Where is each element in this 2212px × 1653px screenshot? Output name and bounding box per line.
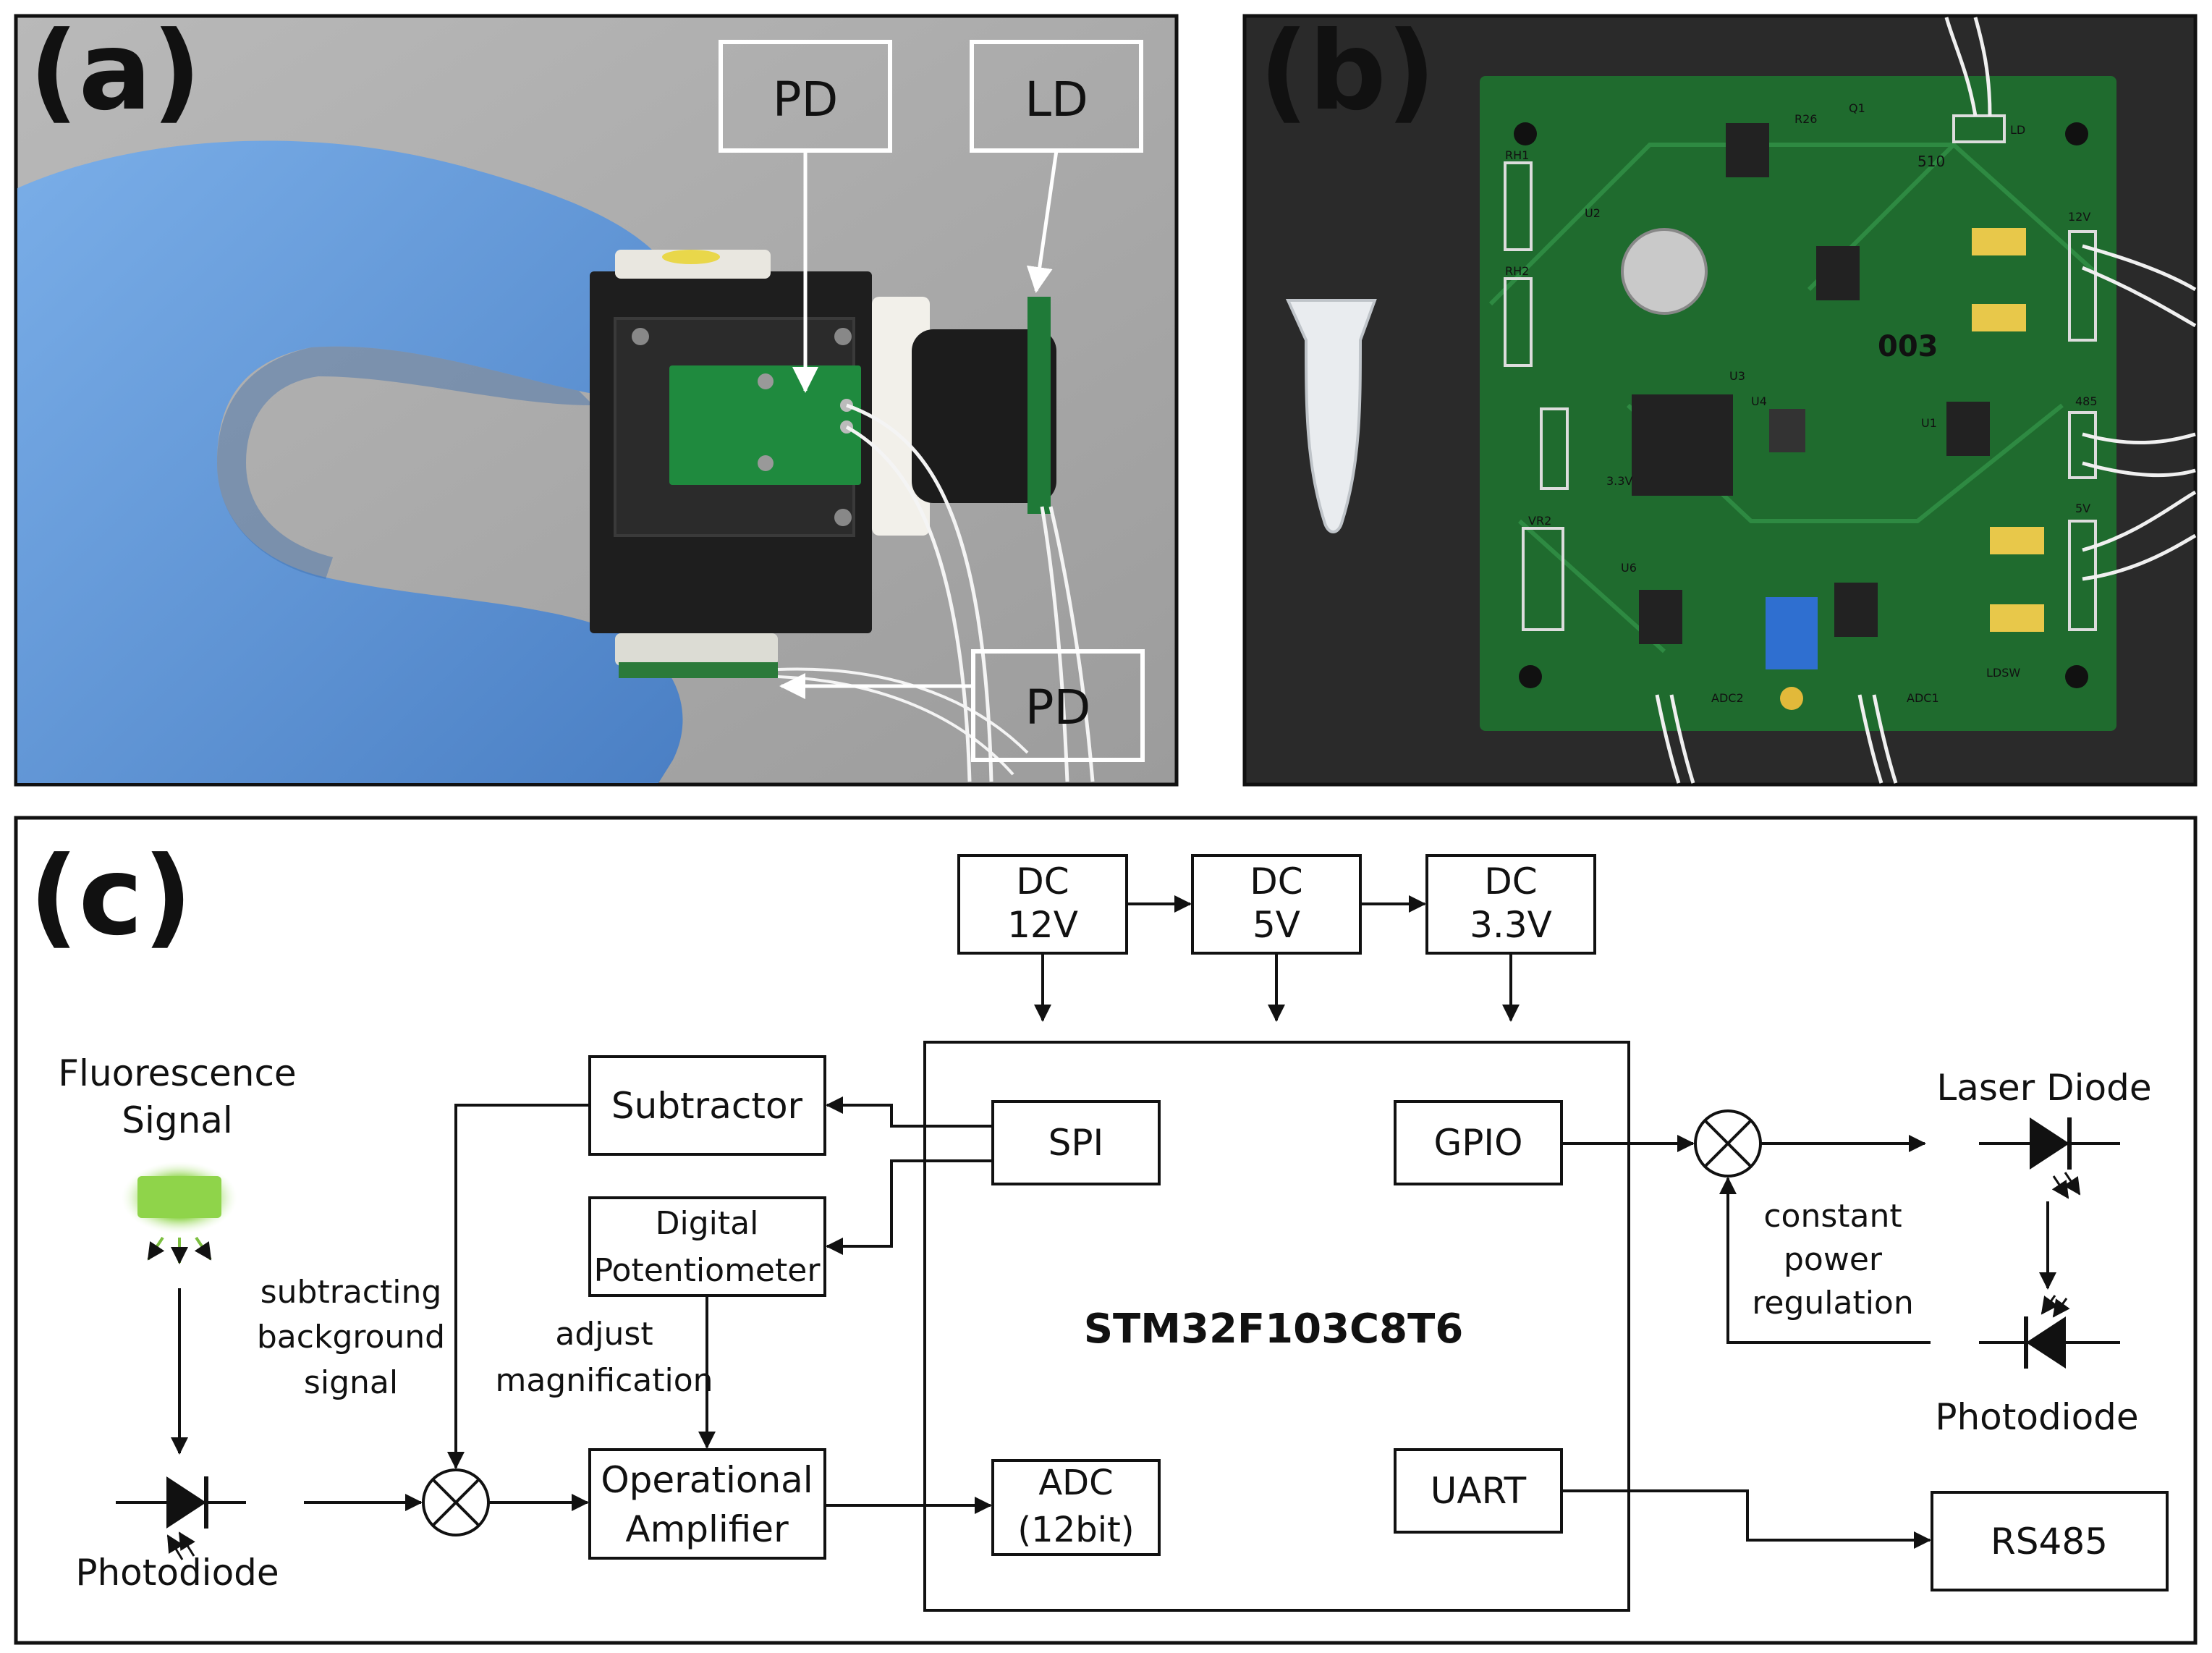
- opamp-block: [588, 1448, 826, 1560]
- fluorescence-l2: Signal: [122, 1099, 233, 1141]
- dc-5v-block: [1191, 854, 1362, 955]
- note-adjust-l1: adjust: [555, 1316, 653, 1353]
- spi-text: SPI: [1048, 1122, 1104, 1164]
- fluorescence-l1: Fluorescence: [58, 1052, 296, 1094]
- gpio-block: [1394, 1100, 1563, 1185]
- silk-r26: R26: [1794, 112, 1817, 126]
- silk-12v: 12V: [2068, 210, 2090, 224]
- silk-vr2: VR2: [1528, 514, 1551, 528]
- dc-33v-l2: 3.3V: [1470, 904, 1552, 946]
- fluorescence-emitter-icon: [122, 1162, 237, 1264]
- board-id: 003: [1878, 330, 1938, 363]
- silk-485: 485: [2075, 394, 2098, 408]
- photodiode-left-icon: [116, 1476, 246, 1560]
- summing-junction-right: [1694, 1109, 1762, 1178]
- digipot-l1: Digital: [656, 1205, 759, 1242]
- silk-ld: LD: [2010, 123, 2025, 137]
- panel-b-label: (b): [1259, 9, 1436, 135]
- digipot-block: [588, 1196, 826, 1297]
- silk-q1: Q1: [1849, 101, 1865, 115]
- digipot-l2: Potentiometer: [594, 1252, 821, 1289]
- rs485-block: [1931, 1491, 2169, 1591]
- silk-rh1: RH1: [1505, 148, 1529, 162]
- uart-text: UART: [1431, 1470, 1527, 1512]
- spi-block: [991, 1100, 1161, 1185]
- note-regulation-l3: regulation: [1752, 1285, 1913, 1322]
- dc-12v-l2: 12V: [1007, 904, 1078, 946]
- silk-adc2: ADC2: [1711, 691, 1744, 705]
- opamp-l2: Amplifier: [625, 1508, 789, 1550]
- note-subtract-l2: background: [257, 1319, 445, 1356]
- silk-33v: 3.3V: [1606, 474, 1632, 488]
- photodiode-left-text: Photodiode: [75, 1552, 279, 1594]
- uart-block: [1394, 1448, 1563, 1534]
- silk-5v: 5V: [2075, 502, 2090, 515]
- mcu-name: STM32F103C8T6: [1084, 1306, 1464, 1353]
- panel-c-label: (c): [29, 834, 192, 960]
- callout-pd-bottom-text: PD: [1025, 680, 1091, 735]
- silk-rh2: RH2: [1505, 264, 1529, 278]
- callout-pd-top-text: PD: [773, 72, 839, 127]
- opamp-l1: Operational: [601, 1459, 813, 1501]
- silk-u3: U3: [1729, 369, 1745, 383]
- panel-a-label: (a): [29, 9, 201, 135]
- summing-junction-left: [422, 1468, 490, 1536]
- laser-diode-icon: [1979, 1117, 2120, 1199]
- silk-u2: U2: [1585, 206, 1601, 220]
- note-subtract-l3: signal: [304, 1364, 398, 1401]
- note-regulation-l2: power: [1784, 1241, 1883, 1278]
- silk-u4: U4: [1751, 394, 1767, 408]
- rs485-text: RS485: [1991, 1521, 2108, 1563]
- subtractor-text: Subtractor: [611, 1085, 803, 1127]
- panel-c-diagram: (c) DC 12V DC 5V DC 3.3V STM32F103C8T6 S…: [14, 816, 2198, 1645]
- pd-board-front: [669, 365, 861, 485]
- dc-5v-l1: DC: [1250, 861, 1302, 902]
- sample-tube: [1285, 299, 1377, 533]
- photodiode-right-icon: [1979, 1295, 2120, 1369]
- silk-adc1: ADC1: [1907, 691, 1939, 705]
- callout-pd-bottom: [971, 649, 1145, 762]
- silk-ldsw: LDSW: [1986, 666, 2020, 680]
- panel-b-photo: 003 LD 12V 485 5V ADC1 ADC2 LDSW RH1 RH2…: [1242, 9, 2198, 787]
- dc-12v-l1: DC: [1016, 861, 1069, 902]
- adc-l1: ADC: [1038, 1463, 1113, 1503]
- mcu-chip: [1632, 394, 1733, 496]
- note-regulation-l1: constant: [1763, 1198, 1902, 1235]
- adc-l2: (12bit): [1017, 1510, 1134, 1550]
- photodiode-right-text: Photodiode: [1935, 1396, 2138, 1438]
- silk-u6: U6: [1621, 561, 1637, 575]
- silk-510: 510: [1918, 153, 1945, 170]
- dc-5v-l2: 5V: [1253, 904, 1300, 946]
- dc-33v-l1: DC: [1484, 861, 1537, 902]
- glove-shape: [17, 140, 688, 784]
- silk-u1: U1: [1921, 416, 1937, 430]
- callout-ld-text: LD: [1025, 72, 1088, 127]
- note-subtract-l1: subtracting: [260, 1274, 442, 1311]
- gpio-text: GPIO: [1434, 1122, 1523, 1164]
- panel-a-photo: PD LD PD (a): [14, 9, 1179, 787]
- note-adjust-l2: magnification: [495, 1362, 713, 1399]
- laser-diode-text: Laser Diode: [1936, 1067, 2151, 1109]
- adc-block: [991, 1459, 1161, 1556]
